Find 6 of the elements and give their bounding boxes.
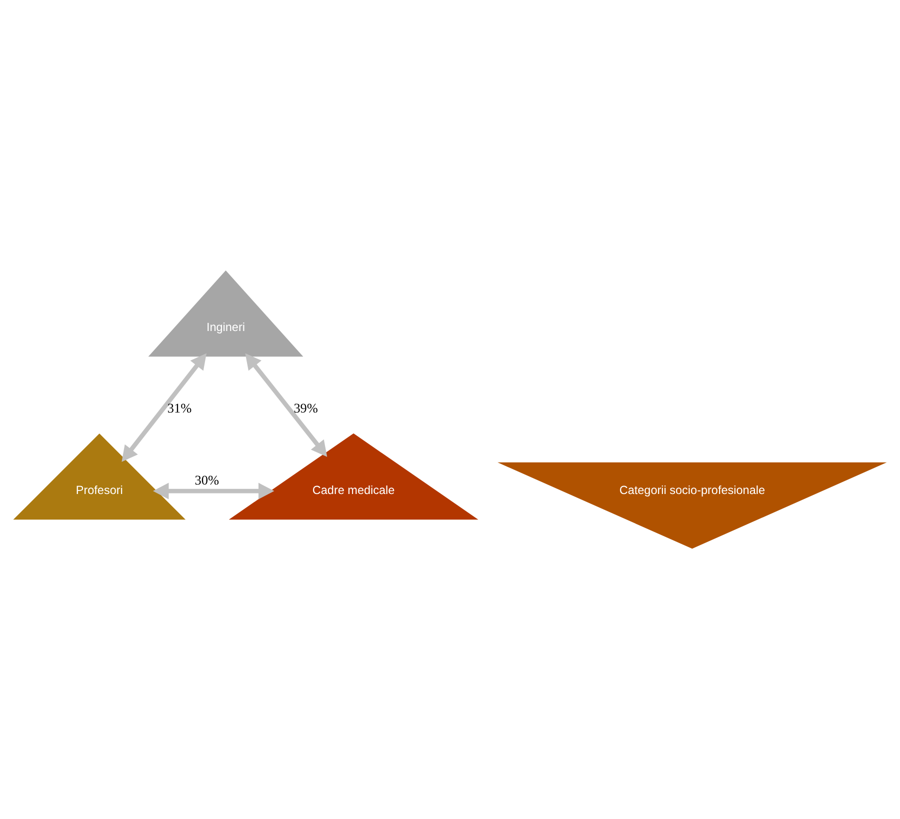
arrow — [244, 353, 327, 457]
edge-label: 30% — [194, 472, 219, 488]
arrow — [121, 353, 206, 462]
arrow — [152, 482, 274, 500]
edge-label: 31% — [166, 400, 192, 416]
edge-label: 39% — [293, 400, 318, 416]
